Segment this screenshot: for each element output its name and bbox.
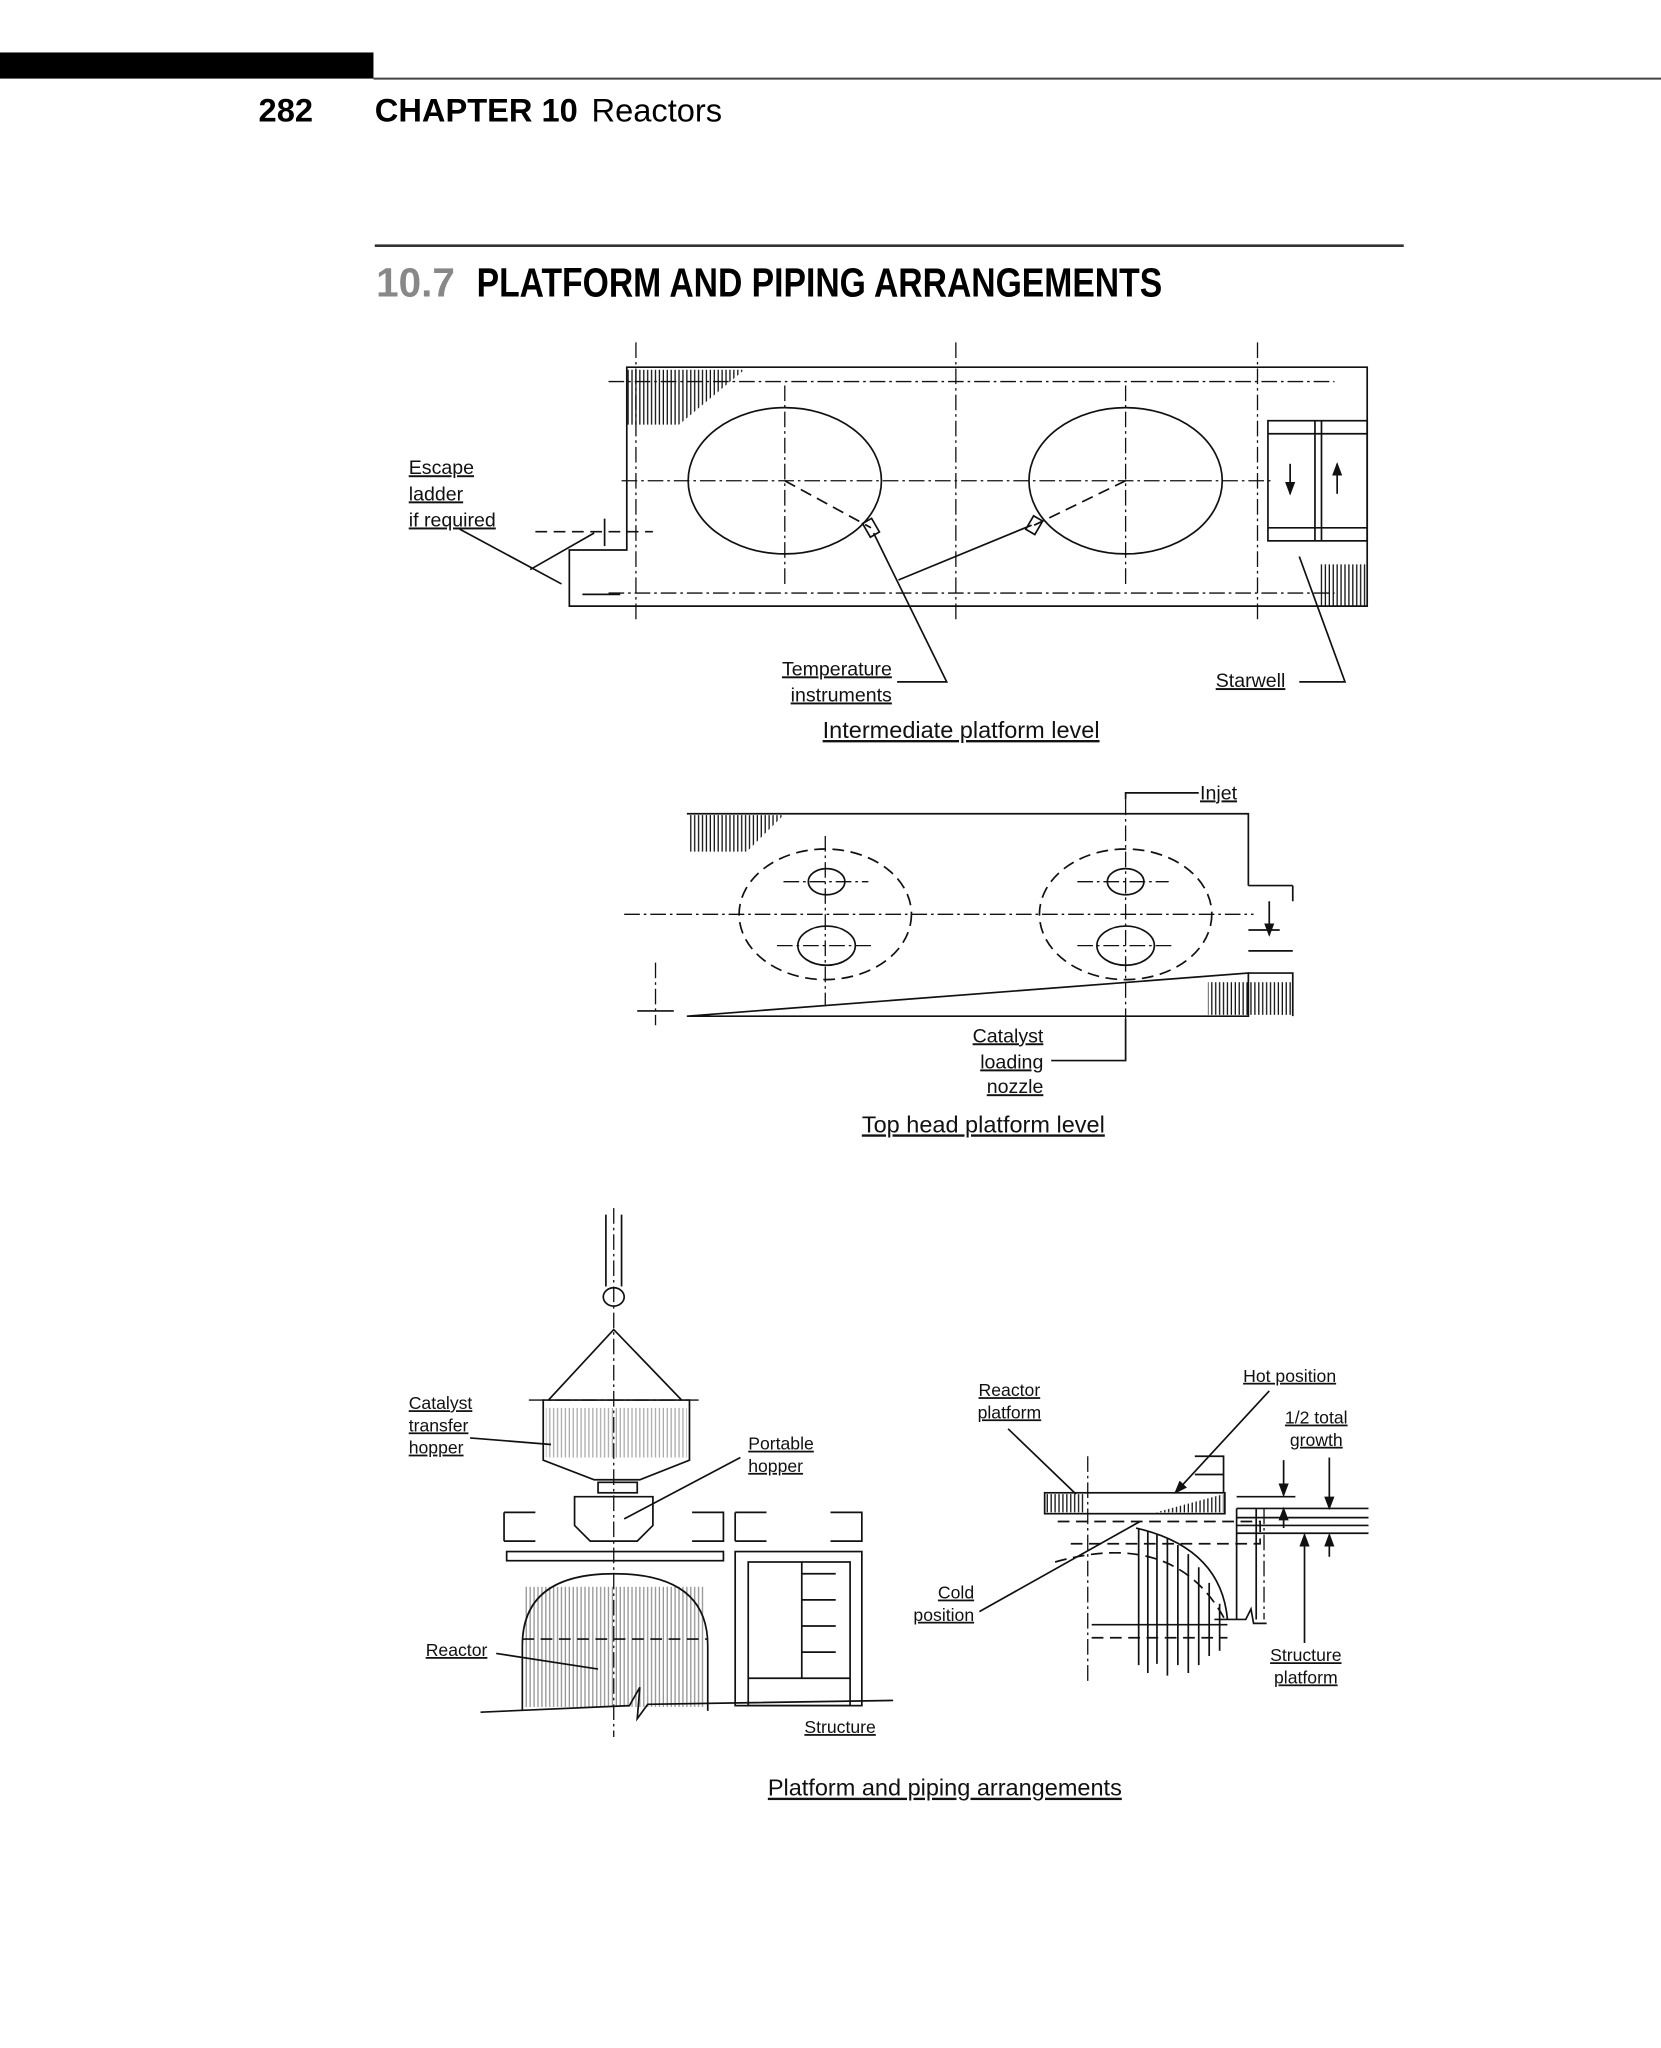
chapter-label: CHAPTER 10 — [375, 92, 578, 129]
hot-position-label: Hot position — [1243, 1366, 1336, 1386]
figure-caption-platform-piping: Platform and piping arrangements — [768, 1775, 1122, 1801]
figure-caption-top-head: Top head platform level — [862, 1111, 1105, 1137]
starwell-label: Starwell — [1216, 670, 1286, 692]
structure-label: Structure — [804, 1717, 876, 1737]
page-number: 282 — [259, 92, 313, 129]
top-head-platform-drawing — [624, 792, 1294, 1062]
catalyst-hopper-drawing — [470, 1208, 894, 1737]
reactor-label: Reactor — [426, 1640, 488, 1660]
injet-label: Injet — [1200, 782, 1238, 804]
section-title: PLATFORM AND PIPING ARRANGEMENTS — [477, 260, 1163, 306]
chapter-title: Reactors — [592, 92, 723, 129]
header-bar — [0, 52, 374, 79]
thermal-growth-detail-drawing — [978, 1390, 1369, 1685]
intermediate-platform-drawing — [459, 342, 1369, 683]
figure-caption-intermediate: Intermediate platform level — [823, 717, 1100, 743]
running-header: 282 CHAPTER 10 Reactors — [0, 52, 1661, 129]
section-number: 10.7 — [376, 260, 455, 306]
